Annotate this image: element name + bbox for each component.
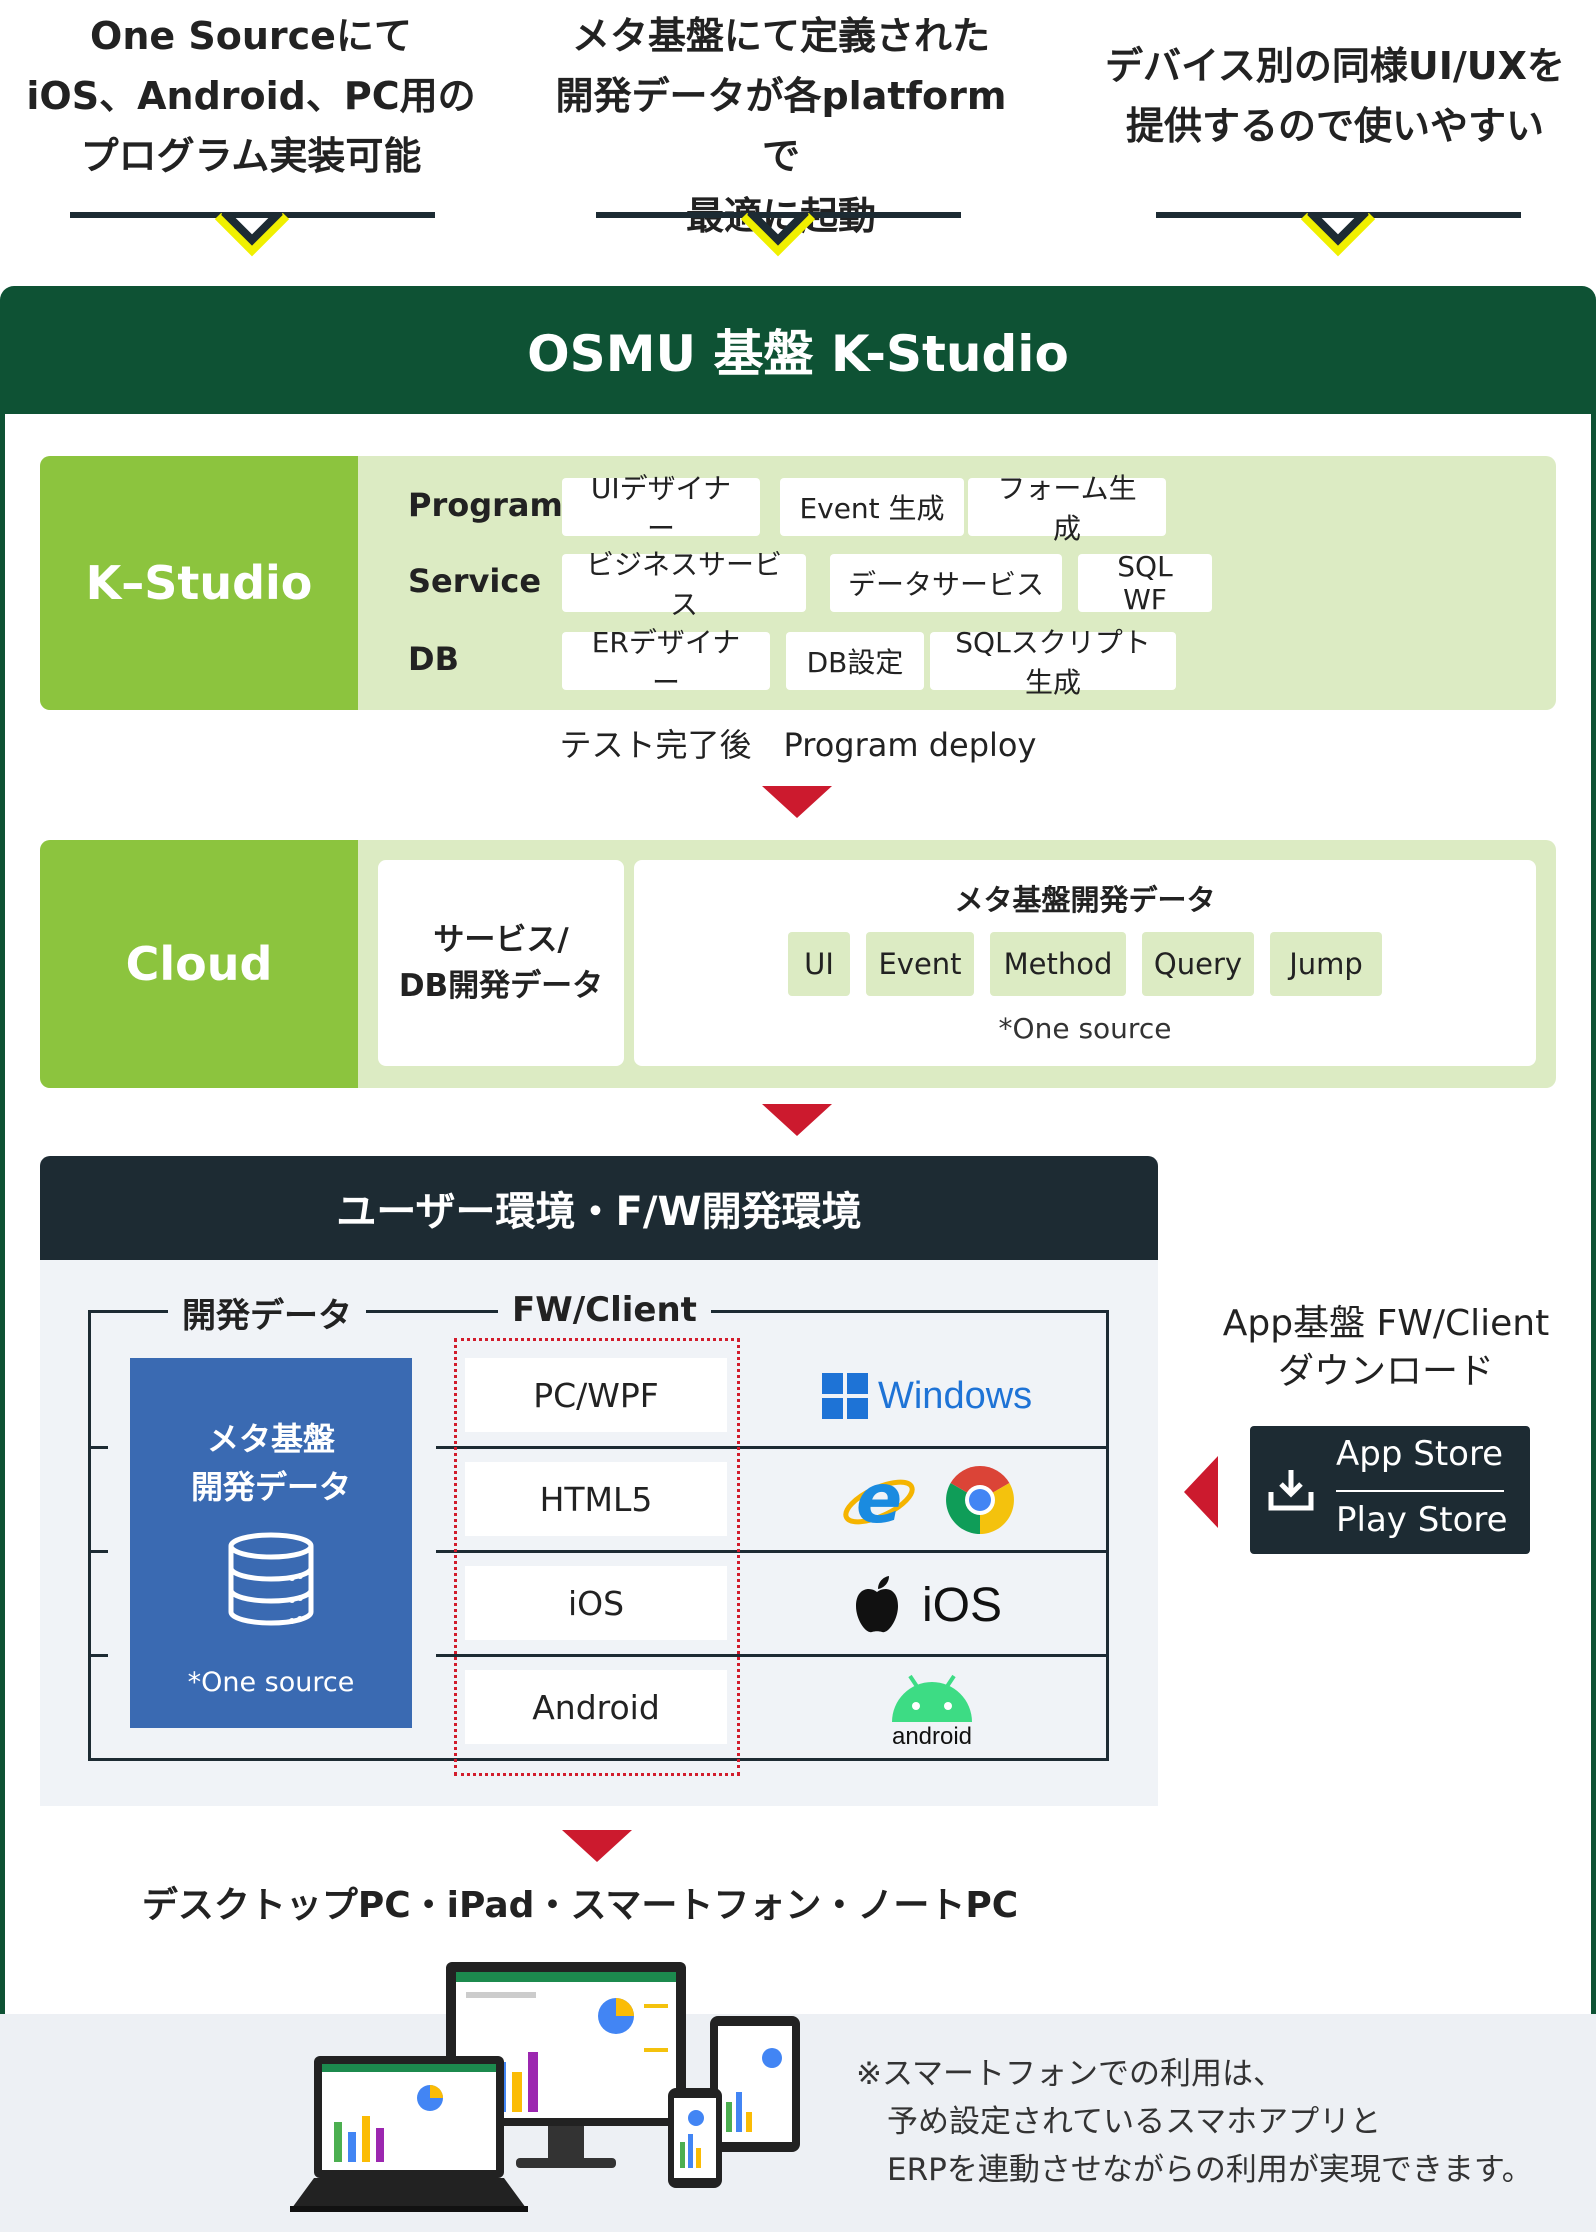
- meta-chip-ui: UI: [788, 932, 850, 996]
- feature-3-text: デバイス別の同様UI/UXを 提供するので使いやすい: [1105, 44, 1565, 148]
- row-separator: [88, 1654, 108, 1657]
- android-platform: android: [880, 1670, 984, 1752]
- feature-2-divider: [596, 212, 961, 218]
- android-label: android: [891, 1723, 973, 1750]
- arrow-down-icon: [762, 786, 832, 818]
- kstudio-label: K–Studio: [40, 456, 358, 710]
- chip-sql-script-gen: SQLスクリプト生成: [930, 626, 1176, 699]
- cloud-label: Cloud: [40, 840, 358, 1088]
- windows-icon: [822, 1373, 868, 1419]
- chip-sql-wf: SQL WF: [1078, 550, 1212, 616]
- apple-icon: [856, 1576, 898, 1633]
- app-store-link[interactable]: App Store: [1336, 1434, 1504, 1474]
- chip-er-designer: ERデザイナー: [562, 626, 770, 699]
- client-html5: HTML5: [465, 1462, 727, 1536]
- category-program: Program: [408, 486, 563, 524]
- chrome-icon: [946, 1466, 1014, 1534]
- chevron-down-icon: [1300, 212, 1376, 257]
- ios-label: iOS: [922, 1578, 1003, 1632]
- feature-2-text: メタ基盤にて定義された 開発データが各platformで 最適に起動: [555, 14, 1007, 238]
- meta-chip-jump: Jump: [1270, 932, 1382, 996]
- category-service: Service: [408, 562, 542, 600]
- meta-chip-method: Method: [990, 932, 1126, 996]
- smartphone-usage-note: ※スマートフォンでの利用は、 予め設定されているスマホアプリと ERPを連動させ…: [856, 2056, 1533, 2188]
- meta-dev-data-box: メタ基盤 開発データ *One source: [130, 1358, 412, 1728]
- store-download-box: App Store Play Store: [1250, 1426, 1530, 1554]
- meta-chip-event: Event: [866, 932, 974, 996]
- meta-dev-data-title: メタ基盤 開発データ: [190, 1420, 351, 1506]
- client-ios: iOS: [465, 1566, 727, 1640]
- feature-1-text: One Sourceにて iOS、Android、PC用の プログラム実装可能: [26, 14, 476, 178]
- frame-left-line: [88, 1310, 91, 1760]
- chevron-down-icon: [214, 212, 290, 257]
- main-title: OSMU 基盤 K-Studio: [527, 325, 1069, 383]
- devices-illustration: [290, 1962, 800, 2212]
- chip-event-gen: Event 生成: [780, 478, 964, 536]
- chip-db-settings: DB設定: [786, 632, 924, 690]
- download-icon: [1268, 1470, 1314, 1511]
- chip-form-gen: フォーム生成: [968, 472, 1166, 545]
- play-store-link[interactable]: Play Store: [1336, 1500, 1508, 1540]
- download-title: App基盤 FW/Client ダウンロード: [1222, 1303, 1550, 1392]
- arrow-down-icon: [562, 1830, 632, 1862]
- windows-label: Windows: [878, 1374, 1033, 1417]
- one-source-note: *One source: [998, 1011, 1172, 1045]
- fw-client-label: FW/Client: [498, 1290, 711, 1330]
- database-icon: [228, 1532, 314, 1626]
- chevron-down-icon: [740, 212, 816, 257]
- frame-right-line: [1106, 1310, 1109, 1760]
- category-db: DB: [408, 640, 459, 678]
- windows-platform: Windows: [822, 1372, 1032, 1420]
- fw-client-highlight: [454, 1338, 740, 1776]
- row-separator: [88, 1550, 108, 1553]
- frame-bottom-line: [88, 1758, 1109, 1761]
- service-db-data-text: サービス/ DB開発データ: [398, 922, 604, 1004]
- chip-business-service: ビジネスサービス: [562, 548, 806, 621]
- meta-chip-query: Query: [1142, 932, 1254, 996]
- deploy-text: テスト完了後 Program deploy: [559, 726, 1037, 764]
- dev-data-label: 開発データ: [168, 1288, 366, 1337]
- ios-platform: iOS: [852, 1574, 1002, 1636]
- devices-title: デスクトップPC・iPad・スマートフォン・ノートPC: [141, 1885, 1019, 1926]
- row-separator: [436, 1446, 1108, 1449]
- row-separator: [88, 1446, 108, 1449]
- feature-1-divider: [70, 212, 435, 218]
- client-pc-wpf: PC/WPF: [465, 1358, 727, 1432]
- environment-title: ユーザー環境・F/W開発環境: [40, 1156, 1158, 1260]
- meta-dev-data-note: *One source: [187, 1666, 355, 1698]
- client-android: Android: [465, 1670, 727, 1744]
- row-separator: [436, 1550, 1108, 1553]
- internet-explorer-icon: e: [843, 1466, 915, 1536]
- meta-data-title: メタ基盤開発データ: [954, 883, 1216, 917]
- service-db-data-box: サービス/ DB開発データ: [378, 860, 624, 1066]
- arrow-left-icon: [1184, 1456, 1218, 1528]
- android-icon: [892, 1674, 972, 1722]
- row-separator: [436, 1654, 1108, 1657]
- chip-data-service: データサービス: [830, 554, 1062, 612]
- store-divider: [1336, 1490, 1504, 1492]
- chip-ui-designer: UIデザイナー: [562, 472, 760, 545]
- feature-3-divider: [1156, 212, 1521, 218]
- svg-text:e: e: [856, 1466, 902, 1536]
- arrow-down-icon: [762, 1104, 832, 1136]
